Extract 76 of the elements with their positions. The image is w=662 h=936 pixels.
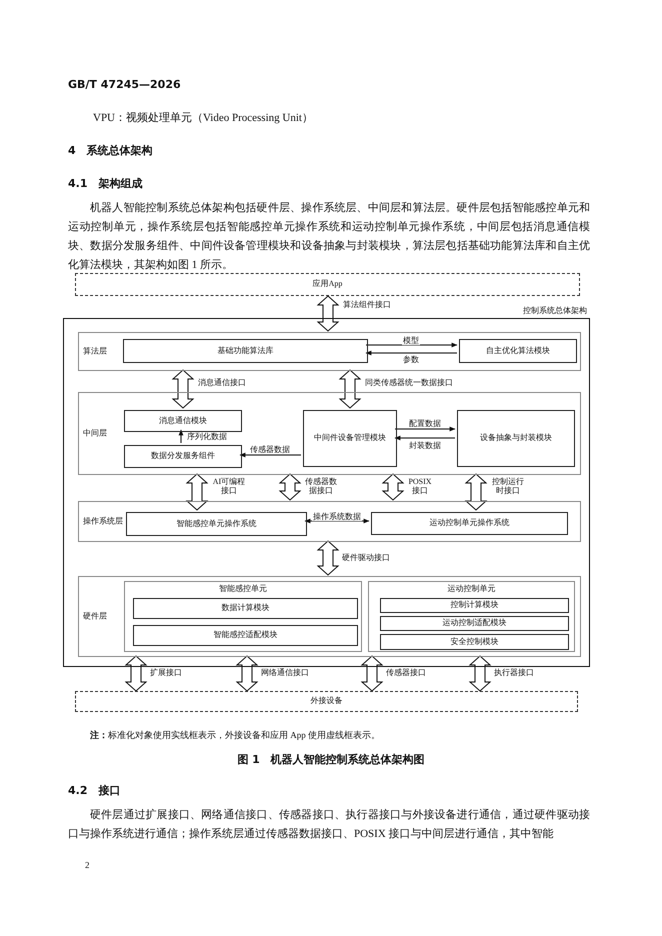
edge-label: 操作系统数据	[312, 512, 362, 522]
note-text: 注：标准化对象使用实线框表示，外接设备和应用 App 使用虚线框表示。	[90, 729, 380, 742]
layer-panel	[78, 576, 581, 657]
edge-label: 算法组件接口	[342, 300, 392, 310]
edge-label: 控制运行时接口	[491, 477, 525, 496]
frame-title: 控制系统总体架构	[523, 307, 587, 316]
edge-label: 参数	[402, 355, 420, 364]
subsection-heading: 4.1 架构组成	[68, 176, 142, 191]
edge-label: 序列化数据	[186, 432, 228, 442]
arrow	[178, 429, 184, 444]
edge-label: 硬件驱动接口	[341, 553, 391, 562]
layer-label: 算法层	[83, 347, 107, 356]
edge-label: 传感器数据	[249, 445, 291, 454]
unit-title: 智能感控单元	[218, 585, 268, 594]
arrow	[304, 518, 370, 524]
interface-arrow	[186, 473, 208, 511]
edge-label: 配置数据	[408, 419, 442, 428]
edge-label: 传感器接口	[385, 668, 427, 678]
module-box: 控制计算模块	[380, 598, 569, 613]
interface-arrow	[278, 473, 302, 501]
layer-label: 中间层	[83, 429, 107, 438]
module-box: 基础功能算法库	[123, 339, 368, 363]
module-box: 智能感控适配模块	[133, 625, 358, 646]
unit-panel	[368, 581, 575, 652]
arrow	[365, 350, 458, 356]
unit-panel	[124, 581, 362, 652]
interface-arrow	[172, 369, 194, 409]
module-box: 运动控制单元操作系统	[371, 512, 568, 535]
module-box: 运动控制适配模块	[380, 616, 569, 631]
module-box: 消息通信模块	[124, 410, 242, 432]
layer-label: 操作系统层	[83, 517, 123, 526]
unit-title: 运动控制单元	[446, 585, 496, 594]
interface-arrow	[382, 473, 404, 501]
layer-panel	[78, 392, 581, 475]
paragraph: 机器人智能控制系统总体架构包括硬件层、操作系统层、中间层和算法层。硬件层包括智能感控单元和运动控制单元，操作系统层包括智能感控单元操作系统和运动控制单元操作系统，中间层包括消息通信模块、数据分发服务组件、中间件设备管理模块和设备抽象与封装模块，算法层包括基础功能算法库和自主优化算法模块，其架构如图 1 所示。	[68, 200, 590, 273]
edge-label: 网络通信接口	[260, 668, 310, 678]
interface-arrow	[316, 295, 340, 332]
arrow	[239, 452, 302, 458]
layer-panel	[78, 332, 581, 371]
edge-label: 执行器接口	[493, 668, 535, 678]
module-box: 数据计算模块	[133, 598, 358, 619]
module-box: 智能感控单元操作系统	[126, 512, 307, 536]
edge-label: 封装数据	[408, 441, 442, 450]
edge-label: AI可编程接口	[212, 477, 246, 496]
dashed-box: 外接设备	[75, 691, 578, 712]
edge-label: 模型	[402, 336, 420, 346]
interface-arrow	[360, 655, 384, 692]
page-number: 2	[85, 860, 90, 870]
interface-arrow	[338, 369, 362, 409]
arrow	[366, 342, 458, 348]
paragraph: 硬件层通过扩展接口、网络通信接口、传感器接口、执行器接口与外接设备进行通信，通过硬件驱动接口与操作系统进行通信；操作系统层通过传感器数据接口、POSIX 接口与中间层进行通信，其中智能	[68, 808, 590, 842]
arrow	[394, 426, 456, 432]
module-box: 安全控制模块	[380, 634, 569, 650]
section-heading: 4 系统总体架构	[68, 143, 153, 158]
module-box: 设备抽象与封装模块	[457, 410, 575, 467]
subsection-heading: 4.2 接口	[68, 783, 120, 798]
interface-arrow	[236, 655, 258, 692]
layer-panel	[78, 501, 581, 542]
module-box: 自主优化算法模块	[459, 339, 577, 363]
interface-arrow	[316, 540, 340, 576]
edge-label: 扩展接口	[149, 668, 183, 678]
interface-arrow	[464, 473, 488, 511]
definition-text: VPU：视频处理单元（Video Processing Unit）	[93, 111, 313, 125]
module-box: 数据分发服务组件	[124, 445, 242, 468]
dashed-box: 应用App	[75, 273, 580, 296]
interface-arrow	[468, 655, 492, 692]
figure-caption: 图 1 机器人智能控制系统总体架构图	[236, 752, 426, 767]
layer-label: 硬件层	[83, 612, 107, 621]
edge-label: 传感器数据接口	[304, 477, 338, 496]
edge-label: 消息通信接口	[197, 378, 247, 388]
arrow	[394, 436, 456, 440]
module-box: 中间件设备管理模块	[303, 410, 397, 467]
running-header: GB/T 47245—2026	[68, 78, 181, 91]
edge-label: 同类传感器统一数据接口	[364, 378, 454, 388]
interface-arrow	[124, 655, 148, 692]
edge-label: POSIX 接口	[407, 477, 433, 496]
